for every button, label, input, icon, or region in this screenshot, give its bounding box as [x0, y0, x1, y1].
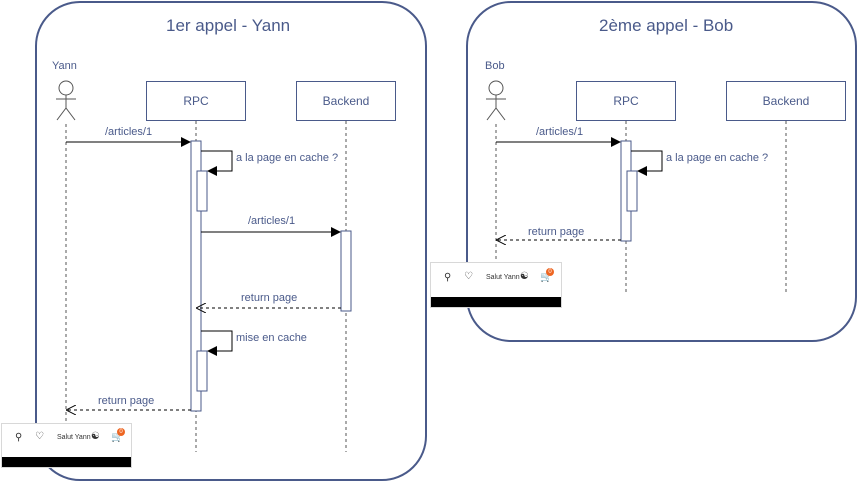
header-widget-bob: ⚲ ♡ Salut Yann ☯ 🛒 0 — [430, 262, 562, 308]
user-icon[interactable]: ☯ — [91, 431, 100, 442]
search-icon[interactable]: ⚲ — [444, 272, 452, 283]
panel-frame-bob — [466, 1, 857, 342]
heart-icon[interactable]: ♡ — [35, 431, 44, 442]
message-backend-request-1: /articles/1 — [248, 215, 296, 227]
actor-bob-figure — [486, 80, 506, 121]
cart-icon[interactable]: 🛒 — [540, 272, 553, 283]
activation-rpc-store-1 — [196, 350, 208, 392]
participant-rpc-2: RPC — [576, 81, 676, 121]
cart-icon[interactable]: 🛒 — [111, 432, 124, 443]
activation-rpc-1 — [190, 140, 202, 412]
actor-label-yann: Yann — [52, 60, 77, 72]
message-final-return-2: return page — [528, 226, 585, 238]
activation-rpc-check-1 — [196, 170, 208, 212]
message-request-1: /articles/1 — [105, 126, 153, 138]
arrow-self-check-1 — [201, 150, 233, 176]
greeting-text: Salut Yann — [486, 274, 520, 281]
search-icon[interactable]: ⚲ — [15, 432, 23, 443]
participant-backend-1: Backend — [296, 81, 396, 121]
message-self-store-1: mise en cache — [236, 332, 307, 344]
widget-footer-bar — [431, 297, 561, 307]
cart-count-badge: 0 — [117, 428, 125, 436]
header-widget-yann: ⚲ ♡ Salut Yann ☯ 🛒 0 — [1, 423, 132, 468]
greeting-text: Salut Yann — [57, 434, 91, 441]
panel-frame-yann — [35, 1, 427, 481]
message-self-check-1: a la page en cache ? — [236, 152, 339, 164]
actor-label-bob: Bob — [485, 60, 505, 72]
message-self-check-2: a la page en cache ? — [666, 152, 769, 164]
arrow-self-store-1 — [201, 330, 233, 356]
heart-icon[interactable]: ♡ — [464, 271, 473, 282]
message-final-return-1: return page — [98, 395, 155, 407]
activation-backend-1 — [340, 230, 352, 312]
user-icon[interactable]: ☯ — [520, 271, 529, 282]
message-request-2: /articles/1 — [536, 126, 584, 138]
participant-rpc-1: RPC — [146, 81, 246, 121]
actor-yann-figure — [56, 80, 76, 121]
panel-title-bob: 2ème appel - Bob — [599, 16, 734, 35]
widget-footer-bar — [2, 457, 131, 467]
cart-count-badge: 0 — [546, 268, 554, 276]
message-backend-return-1: return page — [241, 292, 298, 304]
arrow-self-check-2 — [631, 150, 663, 176]
panel-title-yann: 1er appel - Yann — [166, 16, 291, 35]
activation-rpc-check-2 — [626, 170, 638, 212]
participant-backend-2: Backend — [726, 81, 846, 121]
